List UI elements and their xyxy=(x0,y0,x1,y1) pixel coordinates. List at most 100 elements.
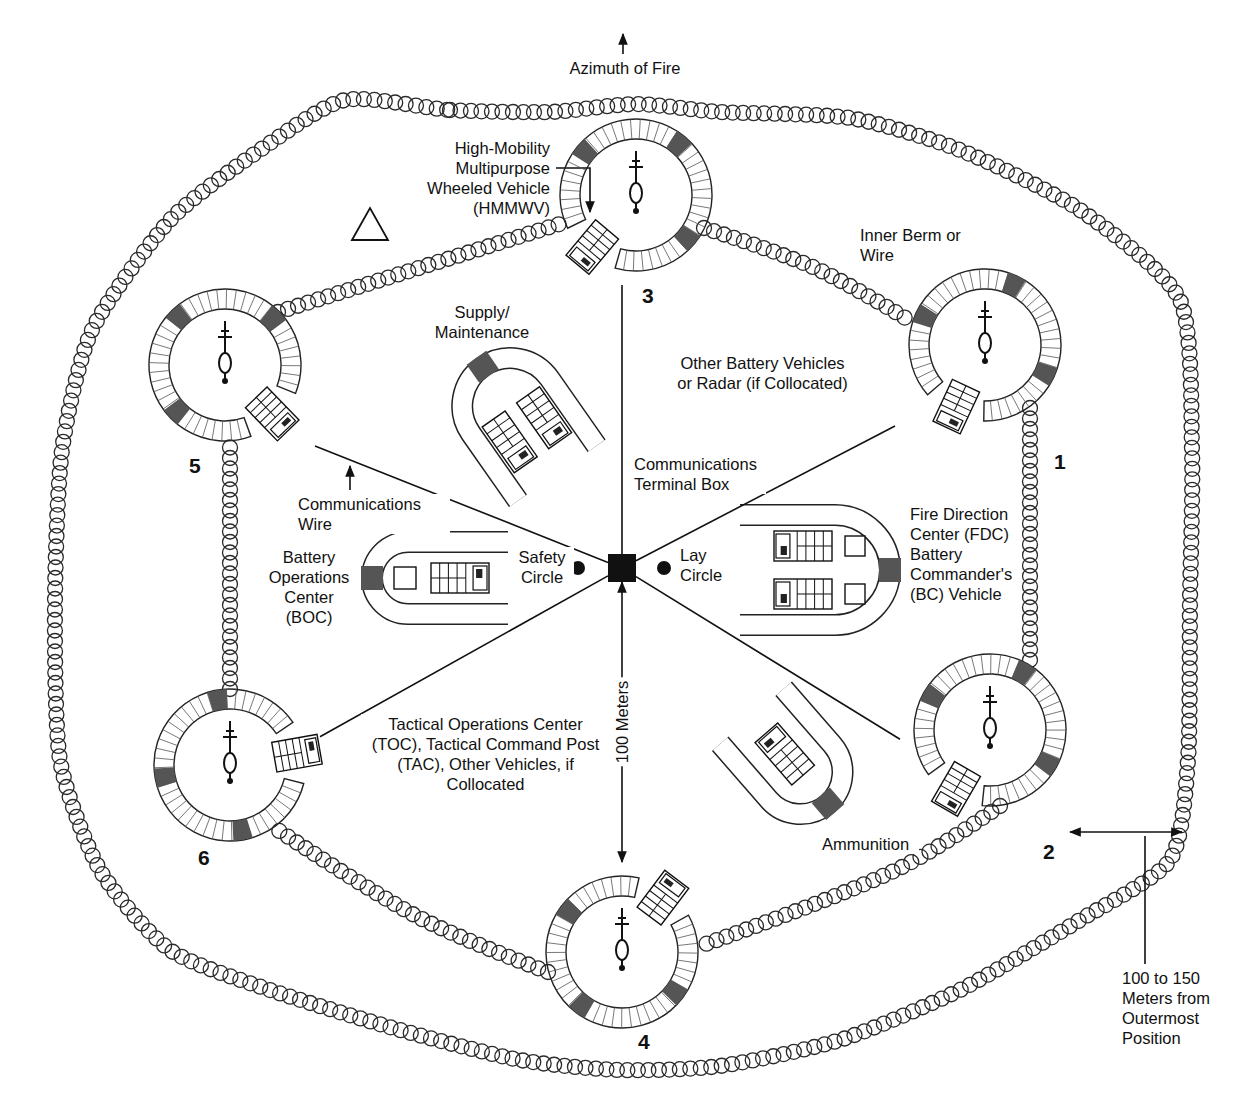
wire-loop xyxy=(80,332,95,347)
berm-tick xyxy=(203,817,210,836)
wire-loop xyxy=(281,301,296,316)
howitzer-position: 5 xyxy=(135,275,315,455)
berm-tick xyxy=(643,1004,651,1023)
berm-block xyxy=(1002,273,1026,298)
vehicle-cab xyxy=(305,738,320,764)
wire-loop xyxy=(272,129,287,144)
wire-loop xyxy=(807,1040,822,1055)
wire-loop xyxy=(1018,173,1033,188)
wire-loop xyxy=(52,749,67,764)
wire-loop xyxy=(531,223,546,238)
position-number: 6 xyxy=(196,846,212,870)
wire-loop xyxy=(505,1051,520,1066)
berm-tick xyxy=(174,714,189,728)
vehicle-cab xyxy=(935,792,961,814)
wire-loop xyxy=(1125,882,1140,897)
berm-tick xyxy=(945,669,957,685)
berm-tick xyxy=(990,786,991,806)
wire-loop xyxy=(699,936,714,951)
wire-loop xyxy=(100,295,115,310)
wire-loop xyxy=(557,1058,572,1073)
berm-tick xyxy=(163,730,181,739)
wire-loop xyxy=(1165,848,1180,863)
berm-tick xyxy=(159,739,178,746)
wire-loop xyxy=(462,933,477,948)
wire-loop xyxy=(847,881,862,896)
pit-berm-ticks xyxy=(914,654,1066,806)
berm-block xyxy=(666,131,692,157)
vehicle-body xyxy=(933,379,980,433)
berm-tick xyxy=(207,291,212,310)
wire-loop xyxy=(424,1031,439,1046)
berm-tick xyxy=(621,1008,622,1028)
wire-loop xyxy=(837,1031,852,1046)
wire-loop xyxy=(1064,197,1079,212)
berm-tick xyxy=(564,213,583,219)
howitzer-carriage xyxy=(224,753,236,773)
wire-loop xyxy=(289,117,304,132)
wire-loop xyxy=(68,373,83,388)
berm-tick xyxy=(633,251,635,271)
wire-loop xyxy=(283,989,298,1004)
berm-tick xyxy=(198,294,205,313)
vehicle-cab xyxy=(937,411,963,431)
berm-block xyxy=(1034,751,1060,776)
wire-loop xyxy=(600,99,615,114)
berm-tick xyxy=(262,702,273,718)
wire-loop xyxy=(817,892,832,907)
wire-loop xyxy=(1134,876,1149,891)
wire-loop xyxy=(263,983,278,998)
wire-loop xyxy=(1062,919,1077,934)
wire-loop xyxy=(905,1004,920,1019)
howitzer-bar xyxy=(223,736,237,738)
wire-loop xyxy=(273,986,288,1001)
wire-loop xyxy=(837,885,852,900)
berm-edge xyxy=(720,689,859,832)
wire-loop xyxy=(81,839,96,854)
berm-tick xyxy=(274,328,291,338)
berm-tick xyxy=(149,371,169,373)
berm-tick xyxy=(981,655,983,675)
berm-tick xyxy=(548,933,567,938)
wire-loop xyxy=(373,1017,388,1032)
berm-tick xyxy=(552,924,571,931)
vehicle-rib xyxy=(256,397,275,417)
wire-loop xyxy=(413,1028,428,1043)
vehicle-cab-window xyxy=(947,800,957,809)
wire-loop xyxy=(403,1025,418,1040)
wire-loop xyxy=(381,270,396,285)
wire-loop xyxy=(922,132,937,147)
howitzer-carriage xyxy=(979,333,991,353)
wire-guide xyxy=(278,222,566,312)
wire-loop xyxy=(325,858,340,873)
wire-loop xyxy=(311,292,326,307)
wire-loop xyxy=(101,875,116,890)
berm-tick xyxy=(689,169,708,176)
wire-loop xyxy=(451,248,466,263)
berm-tick xyxy=(655,248,662,267)
vehicle-cab xyxy=(776,582,790,606)
berm-tick xyxy=(998,655,1001,675)
howitzer-pit xyxy=(532,862,712,1042)
berm-tick xyxy=(641,251,643,271)
berm-tick xyxy=(1041,347,1061,349)
berm-tick xyxy=(256,697,265,715)
wire-loop xyxy=(980,155,995,170)
berm-tick xyxy=(171,800,186,813)
vehicle-cab xyxy=(776,534,790,558)
berm-tick xyxy=(1012,782,1020,800)
communications-wire xyxy=(320,576,608,737)
howitzer-bar xyxy=(218,336,232,338)
berm-tick xyxy=(217,289,219,309)
wire-loop xyxy=(745,1053,760,1068)
wire-loop xyxy=(298,112,313,127)
vehicle-cab xyxy=(271,413,296,438)
berm-tick xyxy=(910,356,930,360)
wire-loop xyxy=(293,992,308,1007)
wire-loop xyxy=(541,220,556,235)
wire-loop xyxy=(213,965,228,980)
connector-group xyxy=(315,285,900,862)
wire-loop xyxy=(847,1027,862,1042)
berm-tick xyxy=(682,152,698,163)
wire-loop xyxy=(568,102,583,117)
